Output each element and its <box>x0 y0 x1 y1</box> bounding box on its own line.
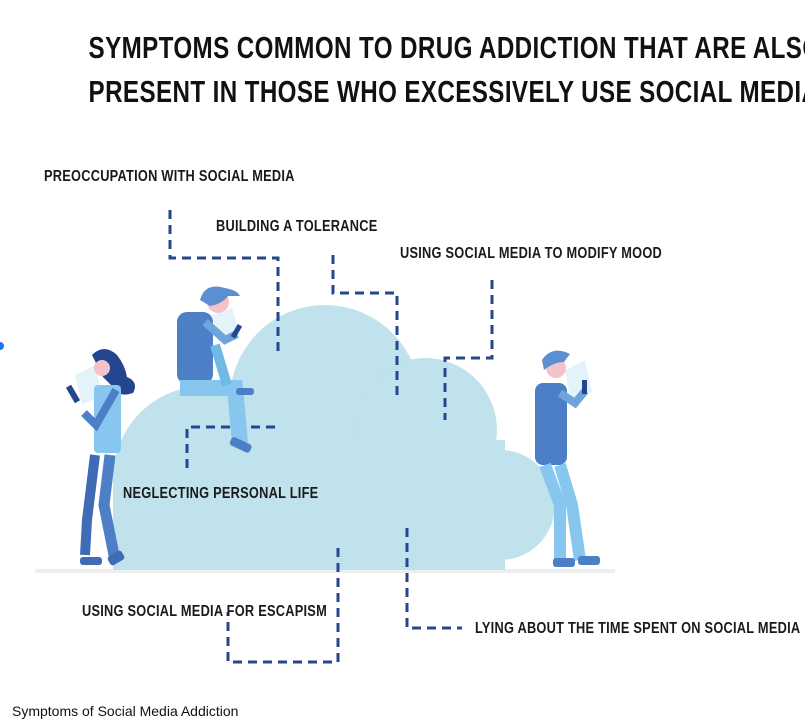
symptom-lying: LYING ABOUT THE TIME SPENT ON SOCIAL MED… <box>475 620 801 637</box>
edge-dot <box>0 342 4 350</box>
title-line-1: SYMPTOMS COMMON TO DRUG ADDICTION THAT A… <box>88 30 805 65</box>
connector-mood <box>443 280 494 420</box>
connector-lines <box>168 210 494 664</box>
cloud <box>113 305 555 570</box>
woman-figure <box>65 349 135 566</box>
connector-lying <box>405 528 462 630</box>
connector-escapism <box>226 548 340 664</box>
title-line-2: PRESENT IN THOSE WHO EXCESSIVELY USE SOC… <box>88 74 805 109</box>
connector-tolerance <box>331 255 399 395</box>
sitting-man-figure <box>177 286 254 453</box>
image-caption: Symptoms of Social Media Addiction <box>12 703 239 719</box>
symptom-modify-mood: USING SOCIAL MEDIA TO MODIFY MOOD <box>400 245 663 262</box>
connector-preoccupation <box>168 210 280 355</box>
symptom-preoccupation: PREOCCUPATION WITH SOCIAL MEDIA <box>44 168 295 185</box>
symptom-escapism: USING SOCIAL MEDIA FOR ESCAPISM <box>82 603 327 620</box>
standing-man-figure <box>535 350 600 567</box>
symptom-tolerance: BUILDING A TOLERANCE <box>216 218 378 235</box>
symptom-neglecting: NEGLECTING PERSONAL LIFE <box>123 485 319 502</box>
